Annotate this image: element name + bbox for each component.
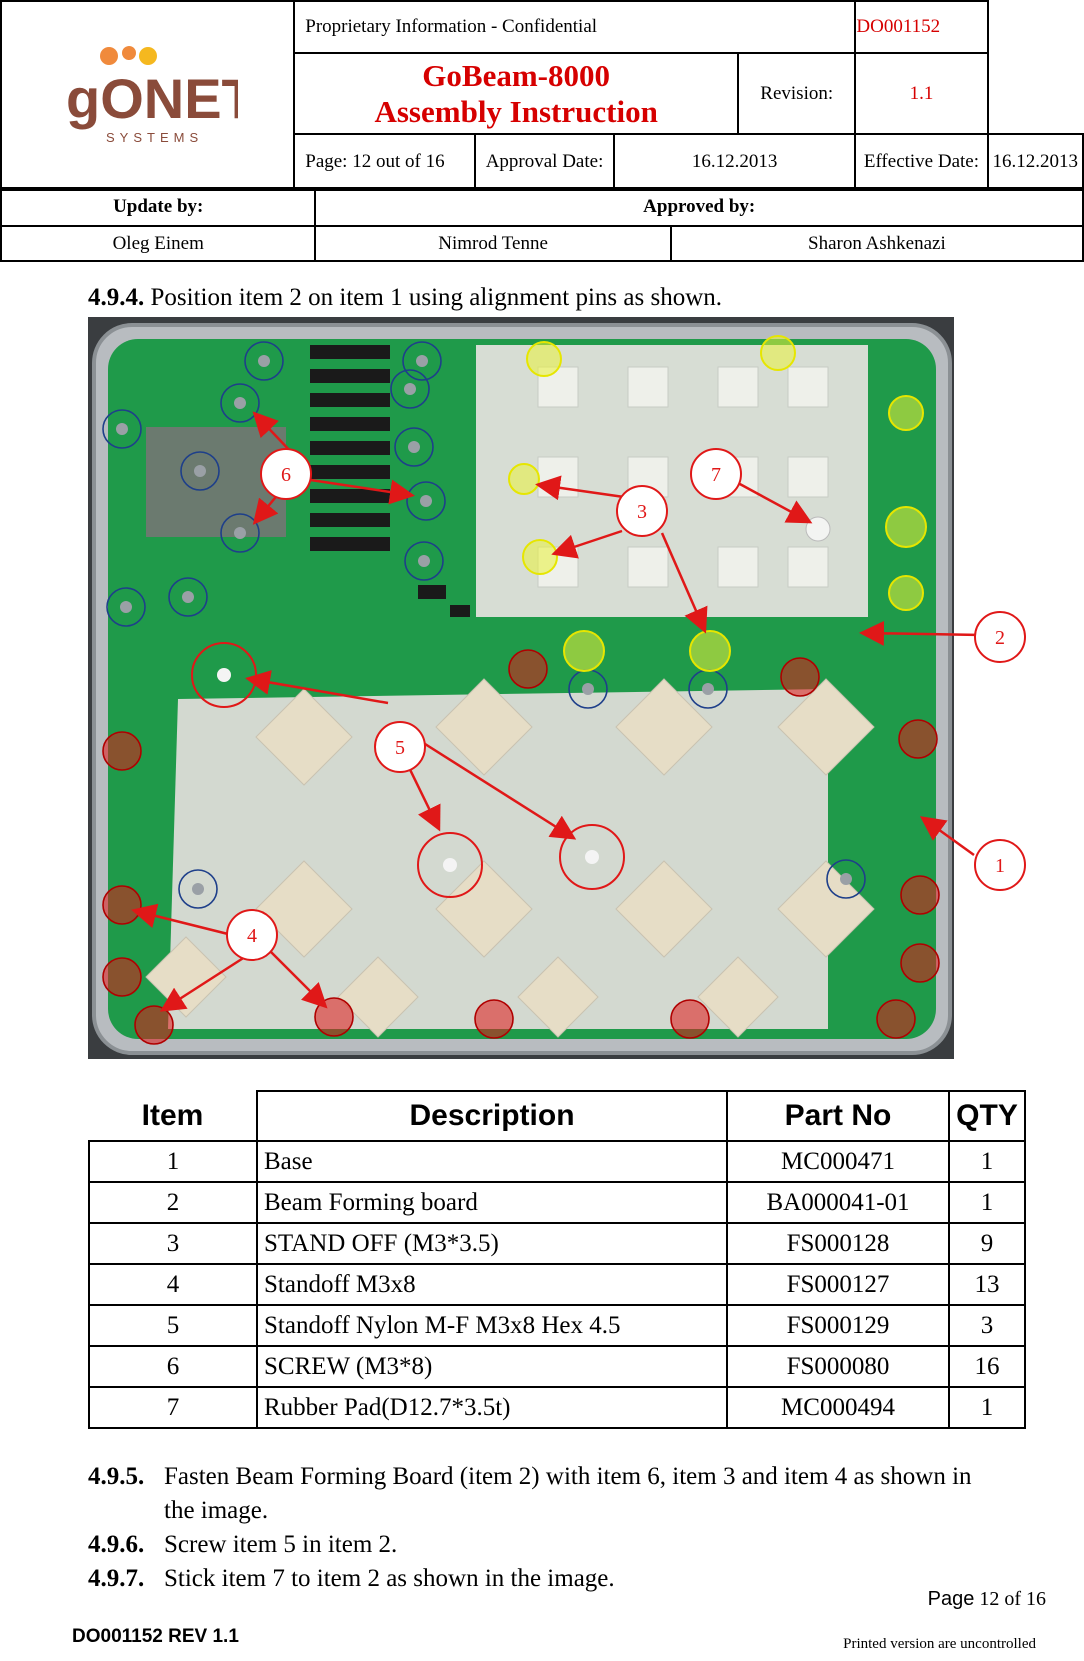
updater-name: Oleg Einem [0, 225, 317, 262]
update-by-label: Update by: [0, 187, 317, 227]
callout-4: 4 [226, 909, 278, 961]
description-cell: Standoff M3x8 [256, 1263, 728, 1306]
revision-label: Revision: [737, 52, 857, 135]
svg-text:2: 2 [995, 627, 1005, 649]
qty-cell: 1 [948, 1140, 1026, 1183]
svg-text:6: 6 [281, 464, 291, 486]
footer-page-word: Page [927, 1588, 975, 1610]
step-4-9-7: 4.9.7. Stick item 7 to item 2 as shown in… [88, 1562, 1028, 1596]
svg-text:1: 1 [995, 855, 1005, 877]
callout-6: 6 [260, 448, 312, 500]
footer-doc-revision: DO001152 REV 1.1 [72, 1626, 239, 1647]
col-header-part-no: Part No [726, 1090, 950, 1142]
page-count: Page: 12 out of 16 [293, 133, 476, 191]
callout-5: 5 [374, 721, 426, 773]
svg-text:SYSTEMS: SYSTEMS [106, 130, 203, 145]
footer-printed-note: Printed version are uncontrolled [843, 1636, 1036, 1652]
revision-value: 1.1 [854, 52, 989, 135]
confidential-label: Proprietary Information - Confidential [293, 0, 857, 54]
item-cell: 1 [88, 1140, 258, 1183]
part-no-cell: MC000494 [726, 1386, 950, 1429]
doc-title-line2: Assembly Instruction [374, 93, 658, 129]
step-text: Position item 2 on item 1 using alignmen… [150, 284, 723, 311]
qty-cell: 1 [948, 1386, 1026, 1429]
description-cell: Standoff Nylon M-F M3x8 Hex 4.5 [256, 1304, 728, 1347]
svg-text:4: 4 [247, 925, 257, 947]
doc-title: GoBeam-8000 Assembly Instruction [293, 52, 740, 135]
step-number: 4.9.7. [88, 1565, 145, 1592]
part-no-cell: FS000128 [726, 1222, 950, 1265]
item-cell: 6 [88, 1345, 258, 1388]
part-no-cell: FS000080 [726, 1345, 950, 1388]
assembly-photo: 1 2 3 4 5 6 7 [88, 317, 1026, 1059]
effective-date-label: Effective Date: [854, 133, 989, 191]
qty-cell: 16 [948, 1345, 1026, 1388]
item-cell: 5 [88, 1304, 258, 1347]
col-header-item: Item [89, 1091, 257, 1142]
qty-cell: 9 [948, 1222, 1026, 1265]
description-cell: Rubber Pad(D12.7*3.5t) [256, 1386, 728, 1429]
step-4-9-4: 4.9.4. Position item 2 on item 1 using a… [88, 284, 722, 312]
svg-text:7: 7 [711, 464, 721, 486]
footer-page-number: Page 12 of 16 [928, 1588, 1046, 1611]
approved-by-label: Approved by: [314, 187, 1084, 227]
col-header-description: Description [256, 1090, 728, 1142]
part-no-cell: FS000129 [726, 1304, 950, 1347]
step-number: 4.9.4. [88, 284, 145, 311]
step-text: Stick item 7 to item 2 as shown in the i… [164, 1565, 615, 1592]
part-no-cell: BA000041-01 [726, 1181, 950, 1224]
gonet-logo-icon: gONET SYSTEMS [66, 45, 238, 145]
svg-text:5: 5 [395, 737, 405, 759]
parts-table-header: Item Description Part No QTY [89, 1090, 1026, 1142]
company-logo: gONET SYSTEMS [0, 0, 296, 191]
callout-7: 7 [690, 448, 742, 500]
doc-title-line1: GoBeam-8000 [422, 57, 610, 93]
qty-cell: 3 [948, 1304, 1026, 1347]
effective-date-value: 16.12.2013 [986, 133, 1084, 191]
approver-2-name: Sharon Ashkenazi [669, 225, 1084, 262]
approval-date-label: Approval Date: [473, 133, 615, 191]
step-number: 4.9.6. [88, 1531, 145, 1558]
qty-cell: 1 [948, 1181, 1026, 1224]
description-cell: SCREW (M3*8) [256, 1345, 728, 1388]
description-cell: Base [256, 1140, 728, 1183]
callout-2: 2 [974, 611, 1026, 663]
callout-1: 1 [974, 839, 1026, 891]
document-approvals: Update by: Approved by: Oleg Einem Nimro… [0, 187, 1084, 262]
step-4-9-6: 4.9.6. Screw item 5 in item 2. [88, 1528, 1028, 1562]
svg-text:3: 3 [637, 501, 647, 523]
approver-1-name: Nimrod Tenne [314, 225, 672, 262]
approval-date-value: 16.12.2013 [612, 133, 857, 191]
part-no-cell: MC000471 [726, 1140, 950, 1183]
footer-page-count: 12 of 16 [979, 1588, 1046, 1610]
item-cell: 3 [88, 1222, 258, 1265]
doc-id: DO001152 [854, 0, 989, 54]
svg-text:gONET: gONET [66, 67, 238, 130]
step-text: Fasten Beam Forming Board (item 2) with … [164, 1463, 972, 1524]
part-no-cell: FS000127 [726, 1263, 950, 1306]
qty-cell: 13 [948, 1263, 1026, 1306]
step-4-9-5: 4.9.5. Fasten Beam Forming Board (item 2)… [88, 1460, 1028, 1528]
col-header-qty: QTY [948, 1090, 1026, 1142]
step-number: 4.9.5. [88, 1463, 145, 1490]
item-cell: 7 [88, 1386, 258, 1429]
item-cell: 2 [88, 1181, 258, 1224]
document-header: gONET SYSTEMS Proprietary Information - … [0, 0, 1084, 191]
description-cell: Beam Forming board [256, 1181, 728, 1224]
step-text: Screw item 5 in item 2. [164, 1531, 398, 1558]
callout-3: 3 [616, 485, 668, 537]
item-cell: 4 [88, 1263, 258, 1306]
description-cell: STAND OFF (M3*3.5) [256, 1222, 728, 1265]
